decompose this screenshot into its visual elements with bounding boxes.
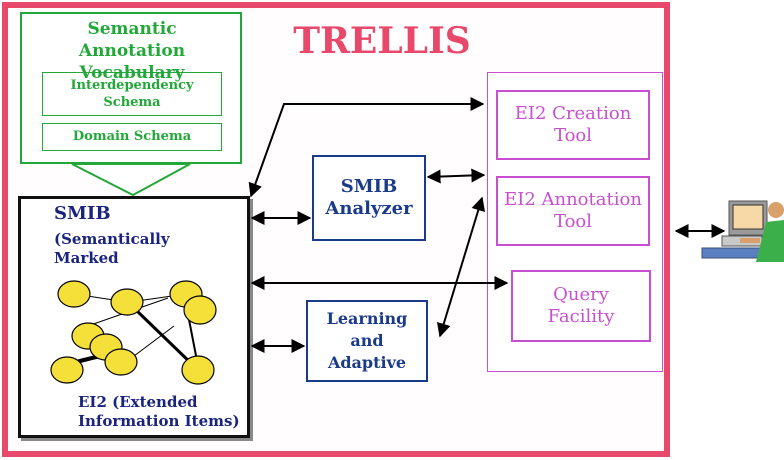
user-at-computer-icon [701,200,784,262]
analyzer-line2: Analyzer [325,198,413,219]
interdependency-line2: Schema [103,95,161,110]
query-line1: Query [553,284,609,305]
ei2-annotation-tool-box: EI2 Annotation Tool [496,176,650,246]
vocabulary-title-line1: Semantic [87,19,177,39]
annotation-line2: Tool [553,211,593,232]
graph-node [181,355,215,385]
smib-graph-nodes [50,280,217,385]
smib-subtitle-line2: Marked [54,249,119,267]
creation-line1: EI2 Creation [514,103,632,124]
graph-node [110,288,144,316]
query-line2: Facility [547,306,615,327]
graph-node [57,280,91,308]
vocabulary-down-arrow [71,163,191,197]
graph-node [183,295,217,325]
learning-line2: and [350,331,384,350]
smib-footer-line2: Information Items) [78,412,240,430]
vocabulary-title-line2: Annotation Vocabulary [78,41,186,83]
creation-line2: Tool [553,125,593,146]
graph-node [104,348,138,376]
ei2-creation-tool-box: EI2 Creation Tool [496,90,650,160]
arrow-smib-to-creation [248,97,485,198]
smib-title: SMIB [54,203,111,224]
graph-node [50,356,84,384]
arrow-analyzer-tools [426,168,486,184]
interdependency-line1: Interdependency [70,78,194,93]
learning-adaptive-box: Learning and Adaptive [306,300,428,382]
arrow-learning-tools [436,196,486,338]
query-facility-box: Query Facility [511,270,651,342]
domain-schema-box: Domain Schema [42,123,222,151]
learning-line1: Learning [326,309,408,328]
vocabulary-title: Semantic Annotation Vocabulary [28,18,236,84]
smib-footer-line1: EI2 (Extended [78,393,198,411]
annotation-line1: EI2 Annotation [504,189,642,210]
smib-footer: EI2 (Extended Information Items) [78,393,248,431]
diagram-title: TRELLIS [293,20,471,62]
smib-subtitle-line1: (Semantically [54,230,170,248]
smib-subtitle: (Semantically Marked [54,230,204,268]
interdependency-schema-box: Interdependency Schema [42,72,222,116]
learning-line3: Adaptive [327,353,407,372]
